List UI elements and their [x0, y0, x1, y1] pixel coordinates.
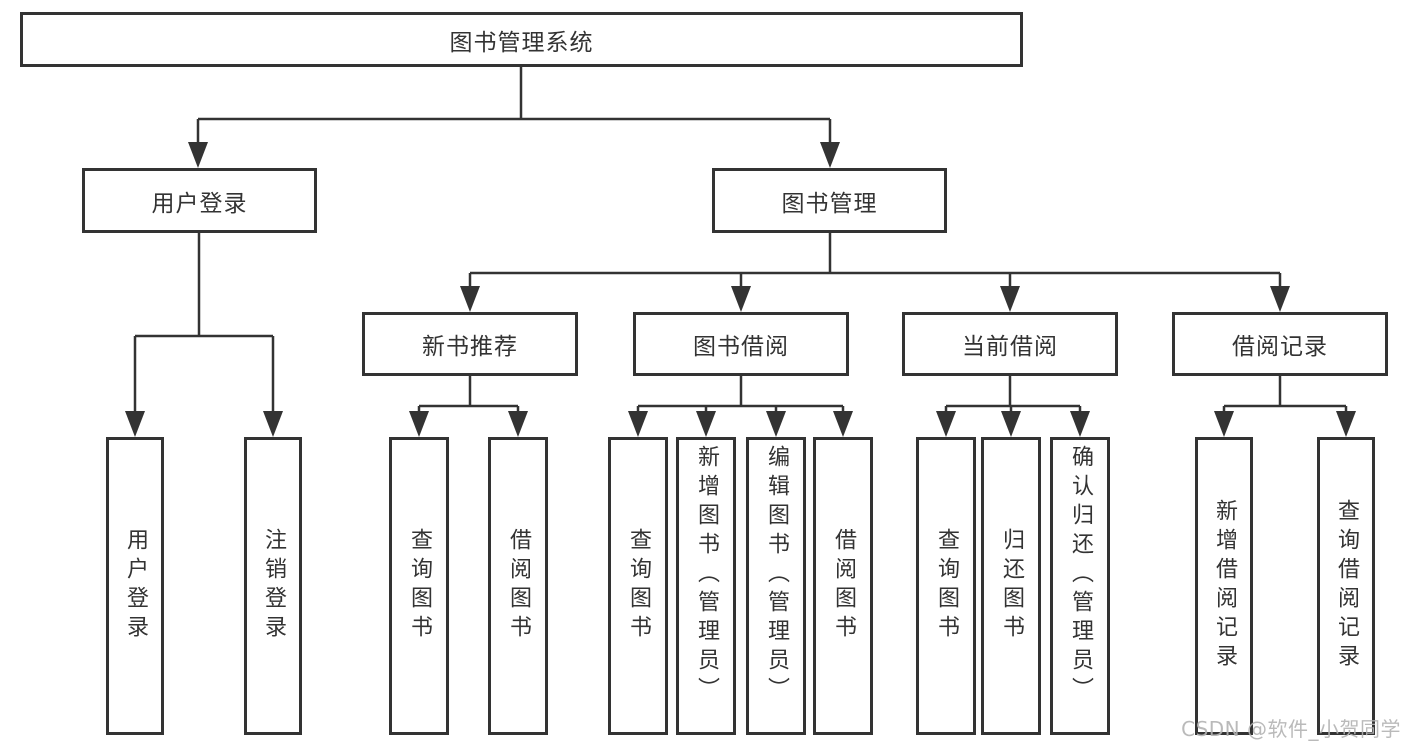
arrowhead-icon [833, 411, 853, 437]
arrowhead-icon [1214, 411, 1234, 437]
connector-path [133, 67, 1348, 414]
leaf-current-query-books: 查询图书 [916, 437, 976, 735]
leaf-borrow-edit-books-admin: 编辑图书（管理员） [746, 437, 806, 735]
leaf-current-confirm-return-admin-label: 确认归还（管理员） [1068, 445, 1093, 706]
arrowhead-icon [1070, 411, 1090, 437]
csdn-watermark: CSDN @软件_小贺同学 [1181, 717, 1401, 741]
arrowhead-icon [263, 411, 283, 437]
node-book-borrowing: 图书借阅 [633, 312, 849, 376]
node-borrowing-records: 借阅记录 [1172, 312, 1388, 376]
leaf-records-add-record: 新增借阅记录 [1195, 437, 1253, 735]
leaf-records-query-record-label: 查询借阅记录 [1334, 499, 1359, 673]
node-library-management-system: 图书管理系统 [20, 12, 1023, 67]
leaf-borrow-query-books: 查询图书 [608, 437, 668, 735]
leaf-newbook-borrow-books-label: 借阅图书 [506, 528, 531, 644]
node-new-book-recommend: 新书推荐 [362, 312, 578, 376]
leaf-borrow-edit-books-admin-label: 编辑图书（管理员） [764, 445, 789, 706]
arrowhead-icon [508, 411, 528, 437]
arrowhead-icon [1000, 286, 1020, 312]
arrowhead-icon [460, 286, 480, 312]
arrowhead-icon [766, 411, 786, 437]
leaf-newbook-query-books-label: 查询图书 [407, 528, 432, 644]
arrowhead-icon [1001, 411, 1021, 437]
arrowhead-icon [125, 411, 145, 437]
leaf-current-return-books: 归还图书 [981, 437, 1041, 735]
leaf-borrow-add-books-admin: 新增图书（管理员） [676, 437, 736, 735]
leaf-logout: 注销登录 [244, 437, 302, 735]
leaf-records-add-record-label: 新增借阅记录 [1212, 499, 1237, 673]
arrowhead-icon [1270, 286, 1290, 312]
arrowhead-icon [731, 286, 751, 312]
leaf-borrow-borrow-books-label: 借阅图书 [831, 528, 856, 644]
arrowhead-icon [1336, 411, 1356, 437]
node-current-borrowing: 当前借阅 [902, 312, 1118, 376]
arrowhead-icon [820, 142, 840, 168]
leaf-records-query-record: 查询借阅记录 [1317, 437, 1375, 735]
arrowhead-icon [188, 142, 208, 168]
leaf-current-query-books-label: 查询图书 [934, 528, 959, 644]
leaf-newbook-borrow-books: 借阅图书 [488, 437, 548, 735]
leaf-logout-label: 注销登录 [261, 528, 286, 644]
arrowhead-icon [409, 411, 429, 437]
arrowhead-icon [628, 411, 648, 437]
leaf-current-confirm-return-admin: 确认归还（管理员） [1050, 437, 1110, 735]
leaf-newbook-query-books: 查询图书 [389, 437, 449, 735]
leaf-user-login: 用户登录 [106, 437, 164, 735]
leaf-user-login-label: 用户登录 [123, 528, 148, 644]
arrowhead-icon [936, 411, 956, 437]
node-book-management: 图书管理 [712, 168, 947, 233]
arrowhead-icon [696, 411, 716, 437]
leaf-current-return-books-label: 归还图书 [999, 528, 1024, 644]
leaf-borrow-query-books-label: 查询图书 [626, 528, 651, 644]
leaf-borrow-borrow-books: 借阅图书 [813, 437, 873, 735]
leaf-borrow-add-books-admin-label: 新增图书（管理员） [694, 445, 719, 706]
node-user-login: 用户登录 [82, 168, 317, 233]
